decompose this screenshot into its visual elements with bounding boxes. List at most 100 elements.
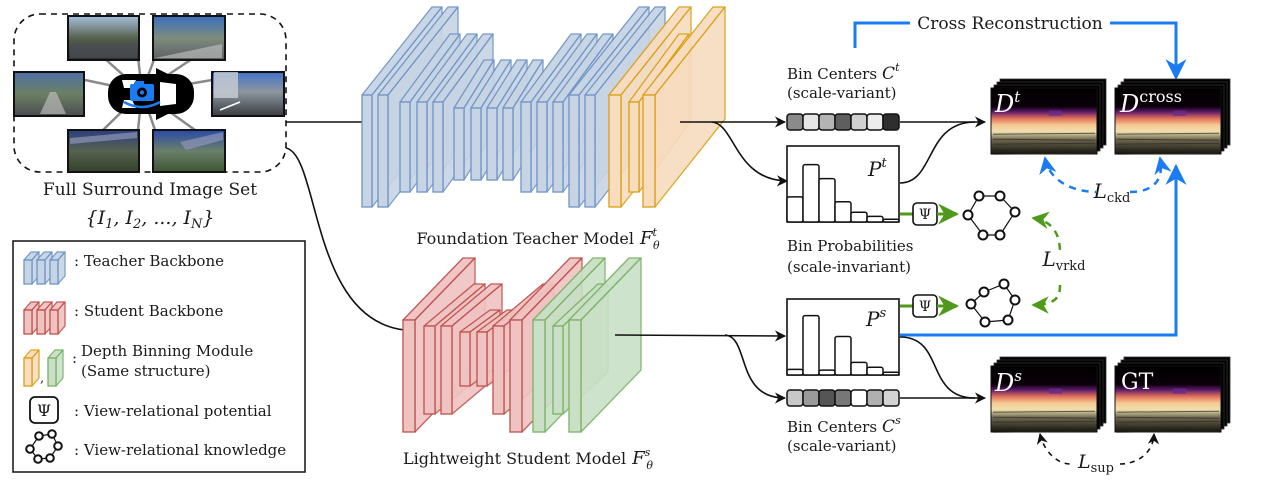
slab-front	[642, 94, 656, 208]
depth-maps	[990, 78, 1231, 433]
ring-node	[45, 453, 55, 463]
camera-view-right	[211, 71, 285, 117]
legend-comma: ,	[40, 371, 44, 386]
slab-front	[440, 325, 453, 415]
bin-center-cell	[802, 113, 820, 131]
bin-probabilities-note: (scale-invariant)	[787, 258, 911, 276]
bin-center-cell	[882, 389, 900, 407]
camera-view-images	[13, 15, 285, 173]
slab-front	[47, 357, 57, 387]
bin-center-cell	[850, 113, 868, 131]
legend-teacher-backbone-swatch	[23, 251, 66, 285]
legend-depth-binning-swatch	[23, 349, 64, 387]
legend-depth-binning-sublabel: (Same structure)	[81, 362, 211, 380]
camera-view-front-left	[67, 15, 140, 61]
student-model	[402, 257, 642, 433]
slab-front	[459, 331, 471, 387]
slab-front	[36, 309, 46, 335]
ring-node	[978, 286, 990, 298]
potential-student-icon: Ψ	[912, 294, 938, 318]
view-relational-knowledge-student	[965, 278, 1021, 328]
ring-node	[25, 444, 35, 454]
depth-object	[1049, 110, 1063, 116]
slab-front	[399, 101, 411, 193]
slab-front	[532, 319, 546, 433]
teacher-model	[361, 6, 726, 208]
slab-front	[552, 101, 564, 193]
bin-center-cell	[834, 113, 852, 131]
slab-front	[536, 101, 548, 193]
bin-centers-teacher	[786, 113, 900, 131]
depth-scanline	[992, 132, 1096, 135]
ring-node	[994, 229, 1006, 241]
surround-image-set: Full Surround Image Set {I1, I2, ..., IN…	[13, 13, 287, 232]
ring-node	[965, 298, 977, 310]
slab-front	[361, 94, 373, 208]
potential-teacher-icon: Ψ	[912, 202, 938, 226]
slab-front	[402, 319, 416, 433]
legend-potential-icon: Ψ	[29, 396, 59, 424]
ring-node	[994, 190, 1006, 202]
legend-student-backbone-swatch	[23, 301, 66, 335]
histogram-bar	[786, 368, 804, 376]
slab-front	[628, 101, 640, 193]
slab-front	[432, 101, 444, 193]
depth-map-student	[990, 356, 1107, 433]
view-relational-knowledge-teacher	[962, 190, 1021, 241]
ring-node	[1009, 294, 1021, 306]
bin-center-cell	[786, 389, 804, 407]
histogram-bar	[850, 211, 868, 223]
camera-view-left	[13, 71, 85, 117]
slab-front	[49, 259, 59, 285]
legend-depth-binning-label: Depth Binning Module	[81, 342, 253, 360]
ring-node	[47, 429, 57, 439]
depth-scanline	[1116, 132, 1220, 135]
prob-to-ds-curve	[899, 336, 976, 399]
depth-object	[1173, 388, 1187, 394]
bin-center-cell	[850, 389, 868, 407]
ckd-loss-arc	[1045, 158, 1161, 194]
teacher-bin-layer	[642, 6, 726, 208]
slab-front	[584, 94, 596, 208]
histogram-bar	[786, 196, 804, 223]
depth-scanline	[992, 416, 1096, 419]
slab-front	[36, 259, 46, 285]
histogram-bar	[866, 215, 884, 223]
histogram-bar	[834, 335, 852, 376]
camera-view-rear-left	[67, 129, 140, 173]
depth-object	[1173, 110, 1187, 116]
student-bin-layer	[568, 257, 642, 433]
bin-center-cell	[866, 389, 884, 407]
slab-front	[23, 309, 33, 335]
bin-centers-teacher-note: (scale-variant)	[787, 84, 897, 102]
legend-teacher-slab	[49, 251, 66, 285]
cross-reconstruction-line	[853, 21, 1176, 78]
bin-centers-student	[786, 389, 900, 407]
slab-front	[476, 331, 488, 387]
sup-loss-label: Lsup	[1077, 451, 1114, 476]
legend-potential-label: : View-relational potential	[74, 402, 272, 420]
ring-node	[977, 229, 989, 241]
slab-front	[492, 325, 505, 415]
depth-scanline	[1116, 138, 1220, 141]
slab-front	[423, 325, 436, 415]
ring-node	[34, 431, 44, 441]
depth-scanline	[1116, 416, 1220, 419]
ring-node	[53, 441, 63, 451]
slab-front	[23, 259, 33, 285]
slab-front	[509, 319, 523, 433]
legend: : Teacher Backbone : Student Backbone : …	[12, 240, 306, 473]
teacher-to-prob-arrow	[711, 121, 789, 187]
histogram-bar	[834, 200, 852, 223]
student-prob-to-dcross-line	[900, 163, 1187, 337]
depth-scanline	[992, 410, 1096, 413]
dcross-label: Dcross	[1119, 87, 1182, 118]
bin-center-cell	[834, 389, 852, 407]
slab-front	[568, 94, 580, 208]
ds-label: Ds	[994, 367, 1022, 397]
camera-view-rear-right	[152, 129, 226, 173]
